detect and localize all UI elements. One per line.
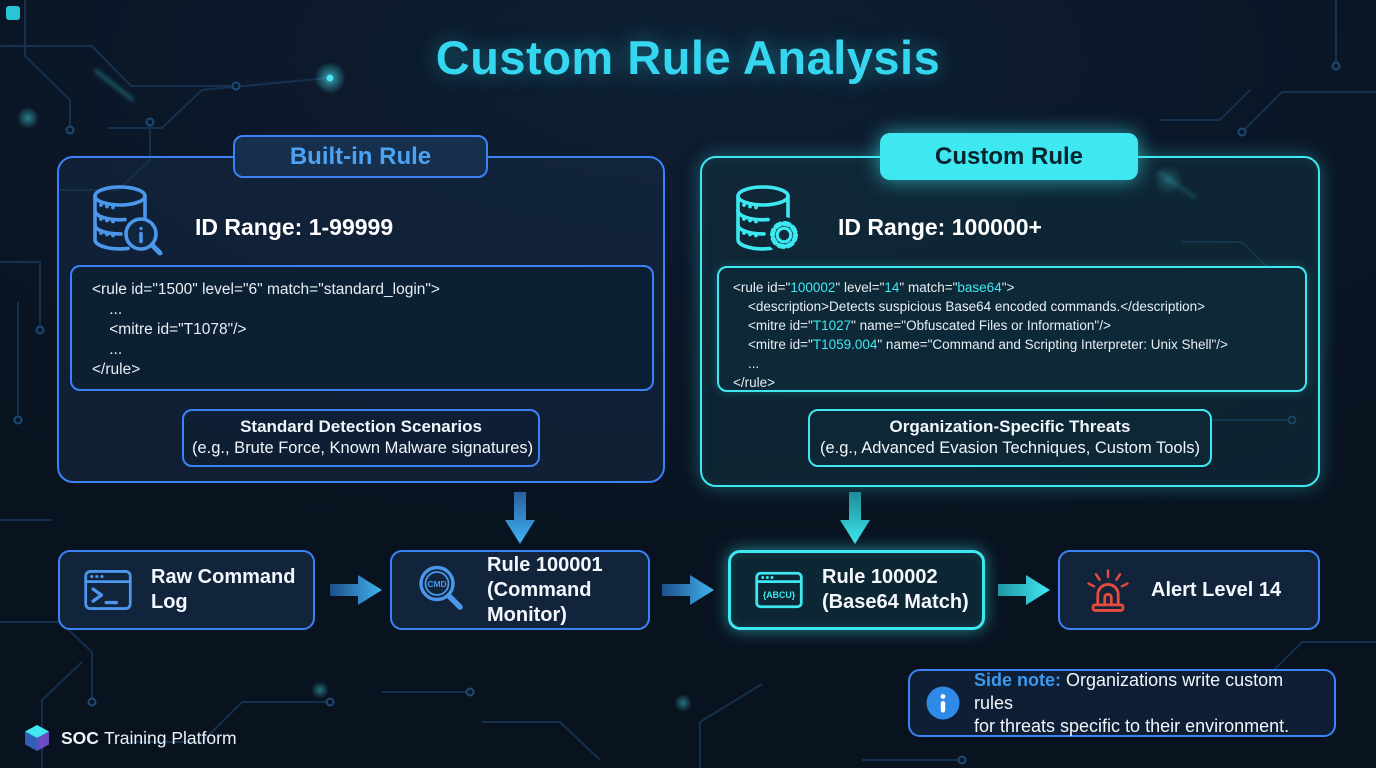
- flow-node-label: Rule 100002 (Base64 Match): [822, 566, 969, 613]
- flow-node-alert-level-14: Alert Level 14: [1058, 550, 1320, 630]
- terminal-icon: [84, 570, 132, 610]
- builtin-rule-panel: ID Range: 1-99999 <rule id="1500" level=…: [57, 156, 665, 483]
- custom-rule-tab-label: Custom Rule: [934, 142, 1083, 170]
- down-arrow-cyan: [840, 492, 870, 544]
- custom-id-range: ID Range: 100000+: [838, 213, 1042, 240]
- code-line: <description>Detects suspicious Base64 e…: [733, 299, 1206, 314]
- code-line: <mitre id="T1027" name="Obfuscated Files…: [733, 318, 1111, 333]
- right-arrow-3: [998, 575, 1050, 605]
- side-note-box: Side note: Organizations write custom ru…: [908, 669, 1336, 737]
- builtin-rule-tab: Built-in Rule: [233, 135, 488, 178]
- flow-node-rule-100002: {ABCU} Rule 100002 (Base64 Match): [728, 550, 985, 630]
- flow-node-label: Rule 100001 (Command Monitor): [487, 553, 603, 626]
- code-line: <mitre id="T1078"/>: [92, 321, 247, 338]
- builtin-scenario-box: Standard Detection Scenarios (e.g., Brut…: [182, 409, 540, 467]
- custom-scenario-title: Organization-Specific Threats: [889, 417, 1131, 436]
- flow-node-label: Alert Level 14: [1151, 578, 1282, 601]
- custom-rule-panel: ID Range: 100000+ <rule id="100002" leve…: [700, 156, 1320, 487]
- right-arrow-2: [662, 575, 714, 605]
- cube-logo-icon: [25, 725, 49, 751]
- flow-node-rule-100001: CMD Rule 100001 (Command Monitor): [390, 550, 650, 630]
- database-info-icon: [93, 185, 163, 256]
- right-arrow-1: [330, 575, 382, 605]
- code-line: </rule>: [92, 361, 141, 378]
- code-line: <rule id="100002" level="14" match="base…: [733, 280, 1015, 295]
- flow-node-label: Raw Command Log: [151, 566, 296, 613]
- builtin-id-row: ID Range: 1-99999: [85, 182, 393, 260]
- builtin-scenario-subtitle: (e.g., Brute Force, Known Malware signat…: [192, 439, 534, 457]
- info-icon: [926, 686, 960, 720]
- base64-icon-text: {ABCU}: [763, 590, 796, 600]
- builtin-id-range: ID Range: 1-99999: [195, 213, 394, 240]
- flow-node-raw-command-log: Raw Command Log: [58, 550, 315, 630]
- code-line: <rule id="1500" level="6" match="standar…: [92, 281, 440, 298]
- siren-icon: [1087, 569, 1129, 612]
- magnifier-cmd-icon: CMD: [419, 565, 463, 610]
- builtin-rule-code: <rule id="1500" level="6" match="standar…: [70, 265, 654, 391]
- code-line: <mitre id="T1059.004" name="Command and …: [733, 337, 1228, 352]
- custom-rule-code: <rule id="100002" level="14" match="base…: [717, 266, 1307, 392]
- side-note-text: Side note: Organizations write custom ru…: [974, 669, 1290, 736]
- down-arrow-blue: [505, 492, 535, 544]
- magnifier-icon-text: CMD: [427, 579, 446, 589]
- custom-scenario-box: Organization-Specific Threats (e.g., Adv…: [808, 409, 1212, 467]
- code-line: ...: [92, 341, 123, 358]
- code-line: ...: [733, 356, 760, 371]
- custom-id-row: ID Range: 100000+: [728, 182, 1042, 260]
- builtin-scenario-title: Standard Detection Scenarios: [240, 417, 482, 436]
- page-title: Custom Rule Analysis: [435, 31, 941, 84]
- code-line: </rule>: [733, 375, 776, 390]
- side-note-label: Side note:: [974, 669, 1062, 690]
- custom-rule-tab: Custom Rule: [880, 133, 1138, 180]
- custom-scenario-subtitle: (e.g., Advanced Evasion Techniques, Cust…: [819, 439, 1201, 457]
- database-gear-icon: [736, 185, 802, 253]
- builtin-rule-tab-label: Built-in Rule: [289, 142, 432, 170]
- base64-window-icon: {ABCU}: [755, 571, 803, 609]
- code-line: ...: [92, 301, 123, 318]
